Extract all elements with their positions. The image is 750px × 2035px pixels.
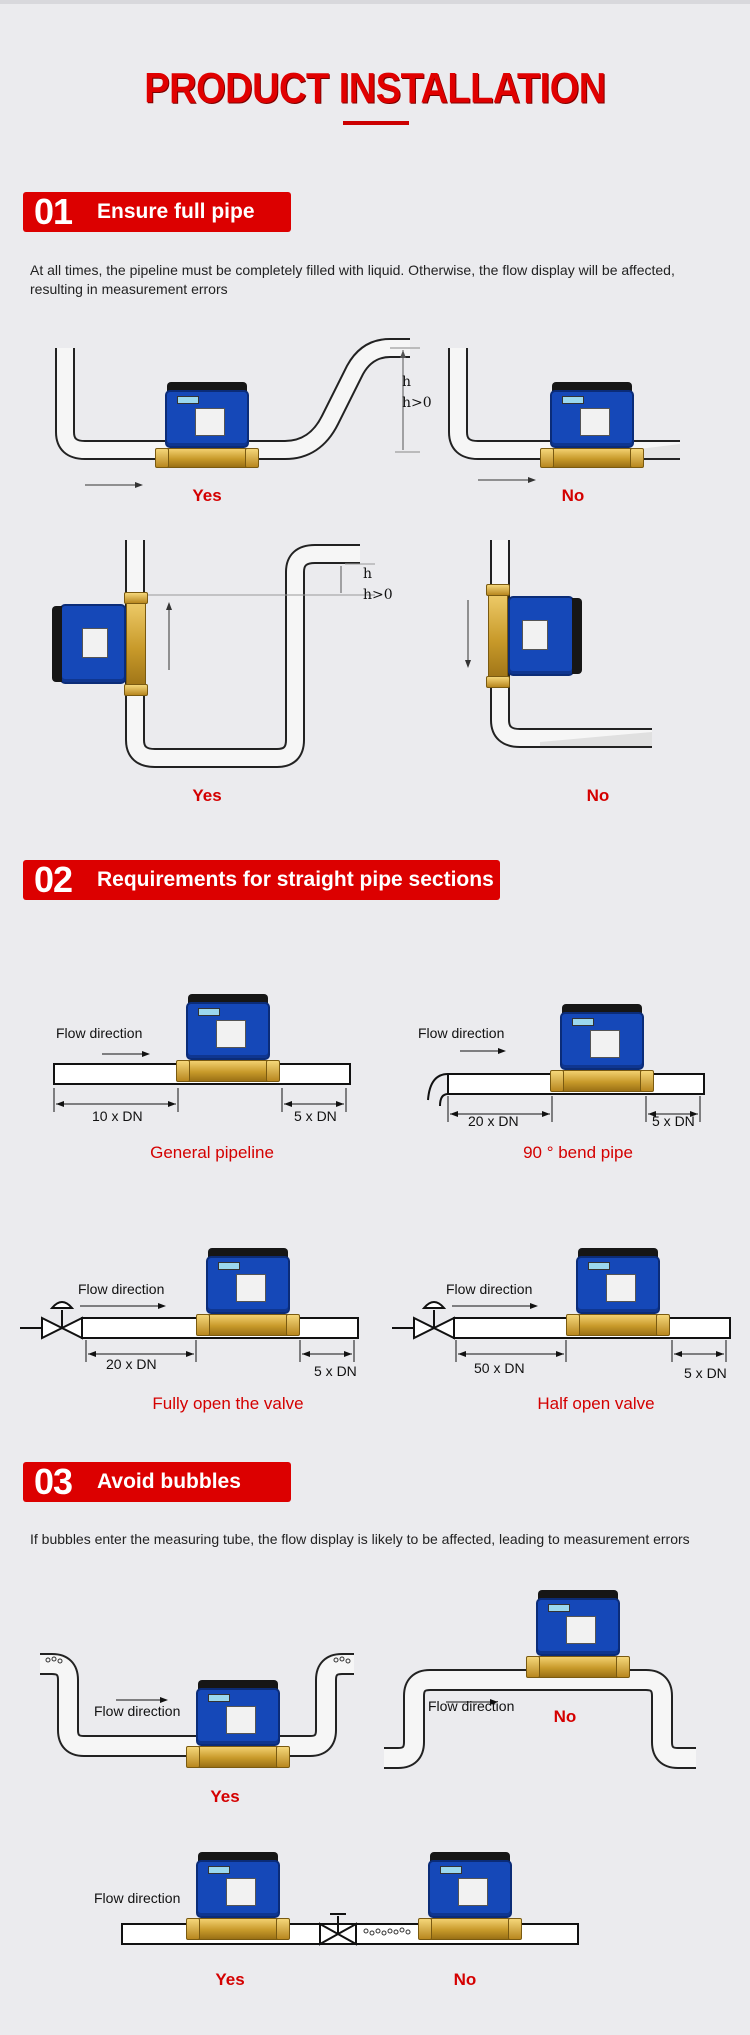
height-label: h <box>363 566 373 582</box>
section-number: 01 <box>33 191 73 232</box>
caption-no-3: No <box>553 1707 577 1726</box>
height-label: h <box>402 374 412 390</box>
upstream-length-label: 50 x DN <box>474 1360 525 1376</box>
flow-direction-label: Flow direction <box>94 1890 181 1906</box>
flow-direction-label: Flow direction <box>418 1025 505 1041</box>
flow-direction-label: Flow direction <box>94 1703 181 1719</box>
caption-general-pipeline: General pipeline <box>150 1143 274 1162</box>
downstream-length-label: 5 x DN <box>294 1108 337 1124</box>
caption-yes-4: Yes <box>215 1970 245 1989</box>
upstream-length-label: 20 x DN <box>106 1356 157 1372</box>
title-underline <box>343 121 409 125</box>
section-03-header: 03 Avoid bubbles <box>23 1461 291 1502</box>
flow-direction-label: Flow direction <box>428 1698 515 1714</box>
caption-no-4: No <box>453 1970 477 1989</box>
flow-direction-label: Flow direction <box>56 1025 143 1041</box>
caption-half-open-valve: Half open valve <box>537 1394 655 1413</box>
section-number: 02 <box>33 859 73 900</box>
full-pipe-diagram-yes-1 <box>55 338 420 488</box>
downstream-length-label: 5 x DN <box>652 1113 695 1129</box>
section-title: Requirements for straight pipe sections <box>97 868 494 891</box>
section-01-description: At all times, the pipeline must be compl… <box>30 262 675 297</box>
section-title: Ensure full pipe <box>97 200 255 223</box>
top-border <box>0 0 750 4</box>
section-number: 03 <box>33 1461 73 1502</box>
caption-fully-open-valve: Fully open the valve <box>152 1394 304 1413</box>
straight-pipe-diagram-half-valve <box>392 1301 731 1362</box>
height-condition-label: h>0 <box>363 587 393 603</box>
full-pipe-diagram-yes-2 <box>125 540 375 768</box>
upstream-length-label: 20 x DN <box>468 1113 519 1129</box>
section-title: Avoid bubbles <box>97 1470 241 1493</box>
section-03-description: If bubbles enter the measuring tube, the… <box>30 1531 690 1547</box>
section-02-header: 02 Requirements for straight pipe sectio… <box>23 859 500 900</box>
downstream-length-label: 5 x DN <box>314 1363 357 1379</box>
caption-bend-pipe: 90 ° bend pipe <box>523 1143 633 1162</box>
upstream-length-label: 10 x DN <box>92 1108 143 1124</box>
height-condition-label: h>0 <box>402 395 432 411</box>
caption-no-1: No <box>561 486 585 505</box>
caption-no-2: No <box>586 786 610 805</box>
flow-direction-label: Flow direction <box>78 1281 165 1297</box>
downstream-length-label: 5 x DN <box>684 1365 727 1381</box>
caption-yes-1: Yes <box>192 486 222 505</box>
caption-yes-2: Yes <box>192 786 222 805</box>
bubble-diagram-no-1 <box>384 1669 696 1769</box>
caption-yes-3: Yes <box>210 1787 240 1806</box>
page-title: PRODUCT INSTALLATION <box>144 65 606 113</box>
full-pipe-diagram-no-2 <box>465 540 652 748</box>
straight-pipe-diagram-full-valve <box>20 1301 359 1362</box>
section-01-header: 01 Ensure full pipe <box>23 191 291 232</box>
flow-direction-label: Flow direction <box>446 1281 533 1297</box>
